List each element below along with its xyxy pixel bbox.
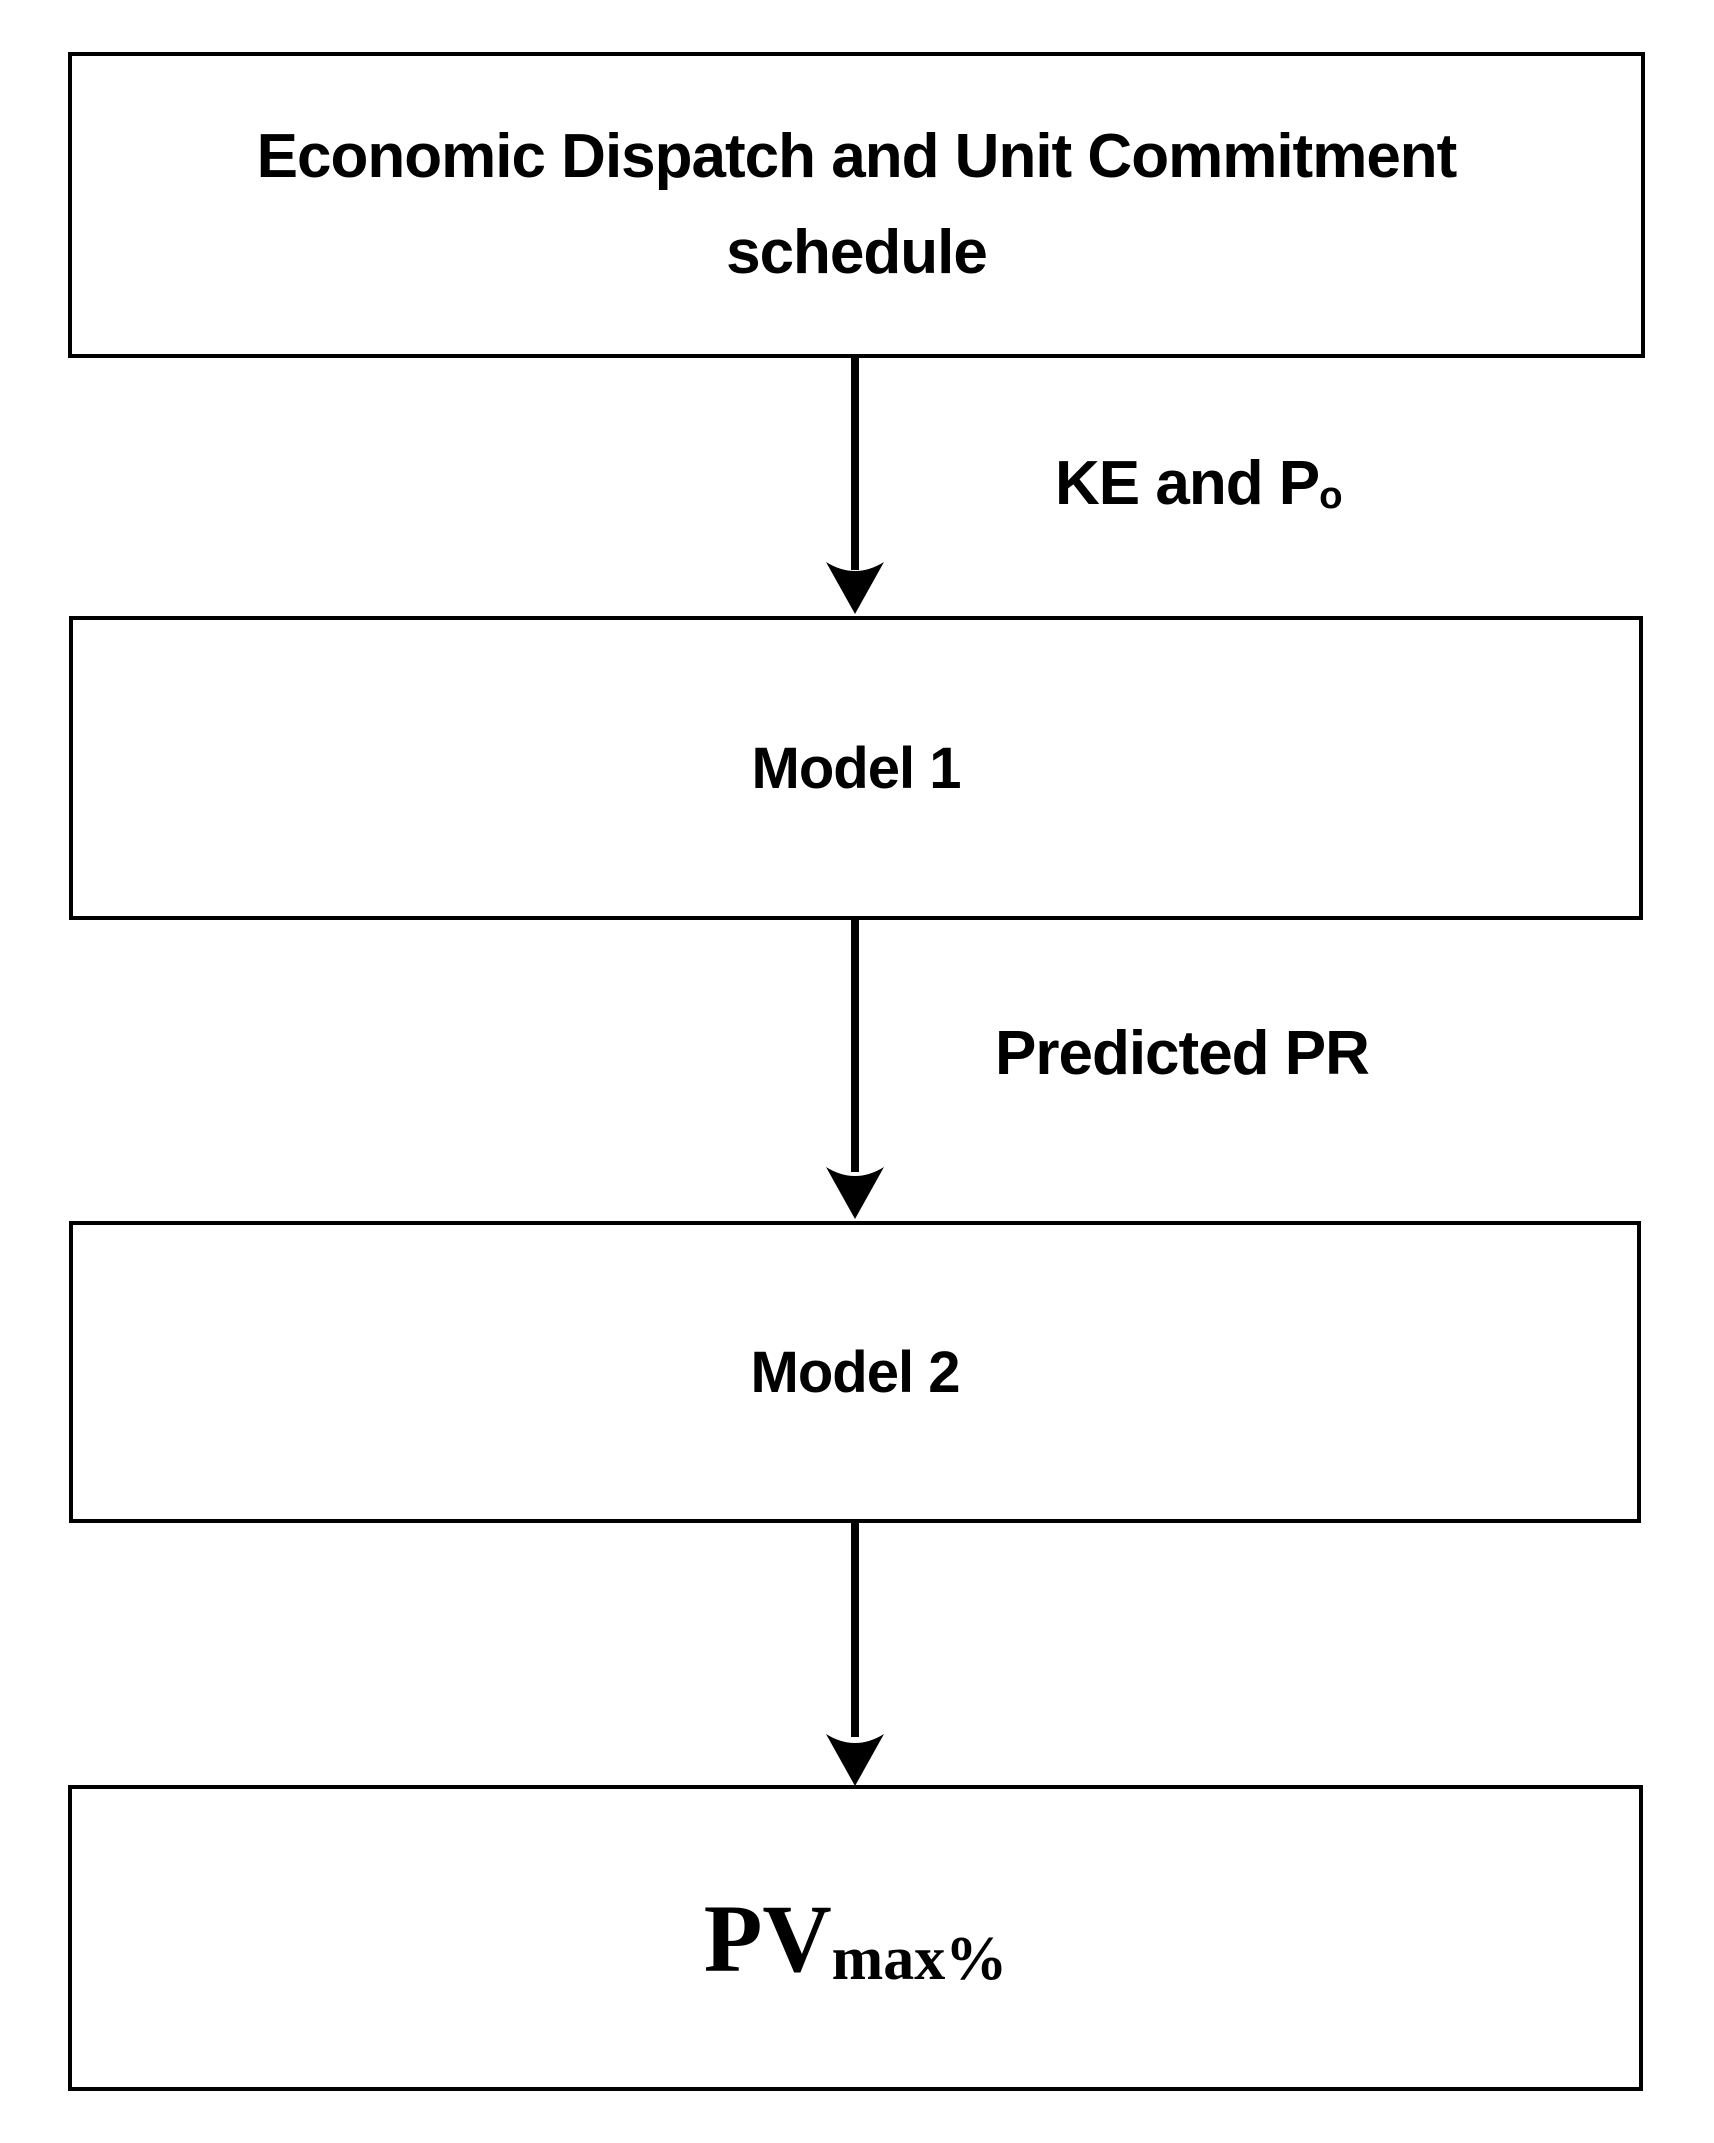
node-pv-max-label-subscript: max%	[831, 1924, 1008, 1993]
node-label-line-1: Economic Dispatch and Unit Commitment	[256, 121, 1458, 191]
edge-2-arrowhead-icon	[826, 1167, 884, 1219]
node-model-1: Model 1	[69, 616, 1643, 920]
edge-2-arrow-stem	[851, 920, 859, 1172]
edge-2-label: Predicted PR	[995, 1019, 1370, 1088]
edge-1-label-main: KE and P	[1055, 449, 1320, 518]
edge-3-arrowhead-icon	[826, 1734, 884, 1786]
node-pv-max-label: PVmax%	[704, 1883, 1008, 1994]
node-economic-dispatch-label: Economic Dispatch and Unit Commitment sc…	[256, 109, 1458, 301]
node-economic-dispatch-schedule: Economic Dispatch and Unit Commitment sc…	[68, 52, 1645, 358]
node-label-line-2: schedule	[726, 218, 988, 287]
edge-1-arrow-stem	[851, 358, 859, 570]
node-pv-max-label-main: PV	[703, 1884, 832, 1992]
edge-1-label: KE and Po	[1055, 448, 1343, 519]
edge-1-arrowhead-icon	[826, 562, 884, 614]
edge-3-arrow-stem	[851, 1523, 859, 1737]
edge-1-label-subscript: o	[1319, 473, 1343, 517]
node-model-2: Model 2	[69, 1221, 1641, 1523]
node-pv-max: PVmax%	[68, 1785, 1643, 2091]
node-model-1-label: Model 1	[751, 735, 962, 801]
node-model-2-label: Model 2	[750, 1339, 961, 1405]
